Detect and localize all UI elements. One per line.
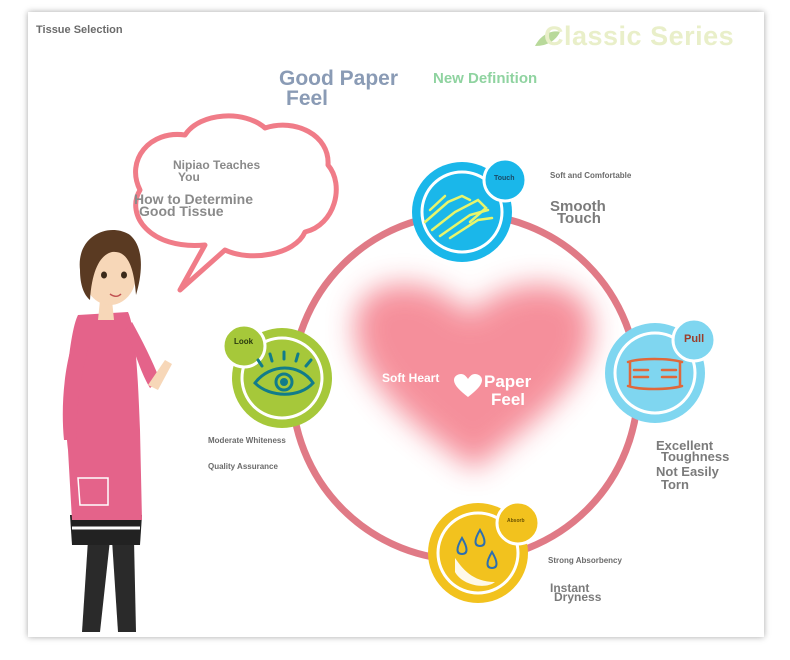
bubble-line1: Nipiao Teaches: [173, 158, 261, 172]
pull-badge: Pull: [684, 333, 705, 345]
absorb-caption: Strong Absorbency: [548, 556, 622, 565]
pull-big4: Torn: [661, 477, 689, 492]
paper-label: Paper: [484, 372, 532, 391]
tissue-selection-label: Tissue Selection: [36, 24, 123, 36]
classic-series-title: Classic Series: [544, 21, 735, 51]
pull-big1: Excellent: [656, 438, 714, 453]
absorb-big2: Dryness: [554, 590, 602, 604]
look-badge: Look: [234, 337, 254, 346]
speech-bubble: [133, 113, 339, 293]
pull-big3: Not Easily: [656, 464, 719, 479]
good-paper-title: Good Paper: [279, 67, 399, 90]
bubble-line3: How to Determine: [134, 191, 254, 207]
touch-big2: Touch: [557, 210, 601, 227]
new-definition-label: New Definition: [433, 70, 538, 87]
look-caption2: Quality Assurance: [208, 462, 278, 471]
leaf-icon: [535, 31, 560, 46]
pull-big2: Toughness: [661, 449, 730, 464]
soft-heart-label: Soft Heart: [382, 371, 440, 385]
bubble-line4: Good Tissue: [139, 203, 224, 219]
touch-big1: Smooth: [550, 198, 606, 215]
water-drops-icon: [455, 528, 498, 586]
hand-icon: [423, 194, 494, 240]
touch-badge: Touch: [494, 175, 515, 182]
pull-circle: [605, 317, 717, 423]
touch-caption: Soft and Comfortable: [550, 171, 632, 180]
girl-character: [62, 230, 172, 632]
feel-center-label: Feel: [491, 390, 526, 409]
bubble-line2: You: [178, 170, 200, 184]
touch-circle: [412, 157, 528, 262]
absorb-circle: [428, 500, 541, 603]
look-circle: [221, 323, 332, 428]
heart-icon: [454, 374, 482, 397]
absorb-big1: Instant: [550, 581, 590, 595]
eye-icon: [253, 350, 315, 396]
feel-title: Feel: [286, 87, 329, 110]
pull-hands-icon: [626, 357, 684, 391]
look-caption1: Moderate Whiteness: [208, 436, 286, 445]
absorb-badge: Absorb: [507, 518, 525, 524]
